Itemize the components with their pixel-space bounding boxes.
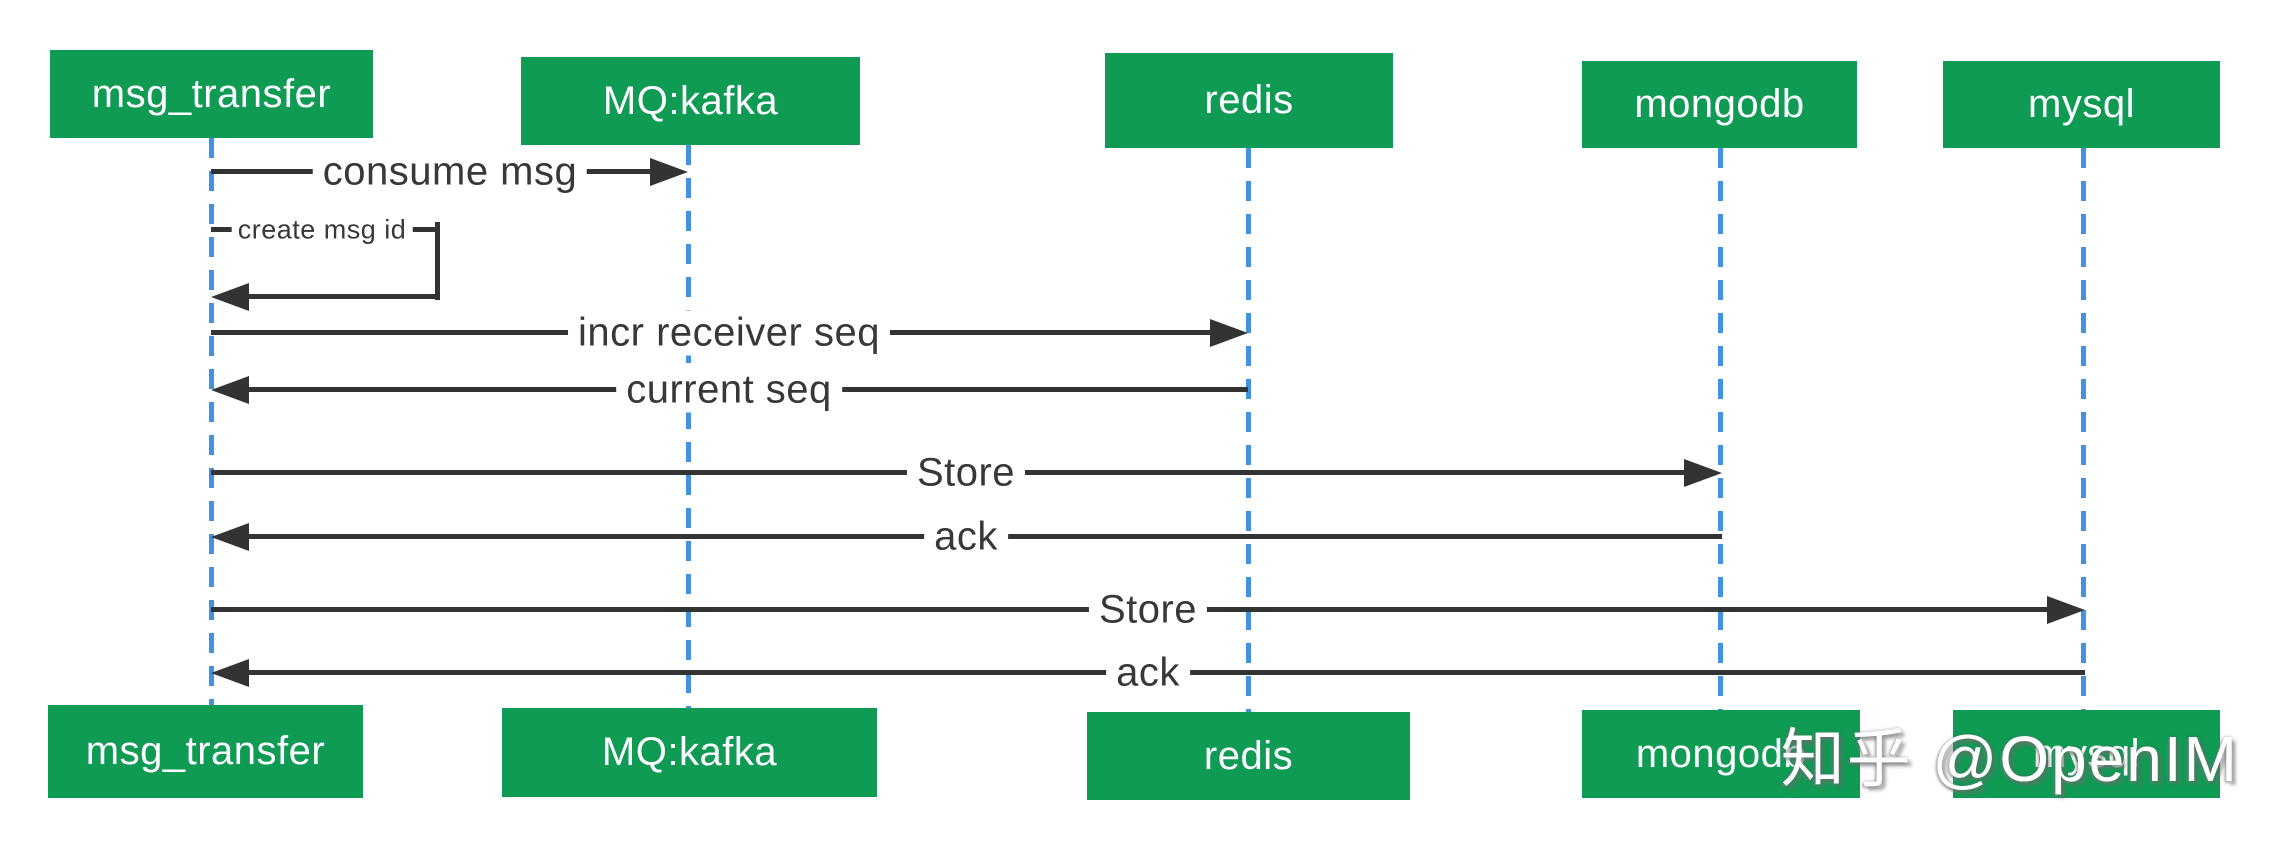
- actor-box-mongodb-bottom: mongodb: [1582, 710, 1860, 798]
- arrowhead-right-incr-receiver-seq: [1210, 319, 1248, 347]
- lifeline-mq-kafka: [686, 145, 691, 708]
- lifeline-msg-transfer: [209, 138, 214, 705]
- message-label-consume-msg: consume msg: [312, 149, 588, 195]
- self-call-vertical-line: [435, 222, 440, 300]
- lifeline-mysql: [2081, 148, 2086, 710]
- arrowhead-left-ack-mongodb: [211, 523, 249, 551]
- message-label-incr-receiver-seq: incr receiver seq: [568, 310, 890, 356]
- lifeline-mongodb: [1718, 148, 1723, 710]
- arrowhead-right-consume-msg: [650, 158, 688, 186]
- lifeline-redis: [1246, 148, 1251, 712]
- arrowhead-right-store-mongodb: [1684, 459, 1722, 487]
- message-label-create-msg-id: create msg id: [231, 214, 413, 246]
- actor-box-mysql-top: mysql: [1943, 61, 2220, 148]
- arrowhead-left-ack-mysql: [211, 659, 249, 687]
- actor-box-mq-kafka-top: MQ:kafka: [521, 57, 860, 145]
- actor-box-mysql-bottom: mysql: [1953, 710, 2220, 798]
- actor-box-msg-transfer-bottom: msg_transfer: [48, 705, 363, 798]
- self-call-return-line: [245, 294, 440, 299]
- actor-box-msg-transfer-top: msg_transfer: [50, 50, 373, 138]
- message-label-current-seq: current seq: [616, 367, 842, 413]
- actor-box-mq-kafka-bottom: MQ:kafka: [502, 708, 877, 797]
- arrowhead-left-current-seq: [211, 376, 249, 404]
- actor-box-redis-bottom: redis: [1087, 712, 1410, 800]
- actor-box-mongodb-top: mongodb: [1582, 61, 1857, 148]
- message-label-store-mysql: Store: [1088, 587, 1208, 633]
- message-label-ack-mongodb: ack: [924, 514, 1008, 560]
- arrowhead-right-store-mysql: [2047, 596, 2085, 624]
- message-label-ack-mysql: ack: [1106, 650, 1190, 696]
- watermark: 知乎 @OpenIM: [1780, 723, 2239, 795]
- message-label-store-mongodb: Store: [906, 450, 1026, 496]
- actor-box-redis-top: redis: [1105, 53, 1393, 148]
- arrowhead-left-create-msg-id: [211, 283, 249, 311]
